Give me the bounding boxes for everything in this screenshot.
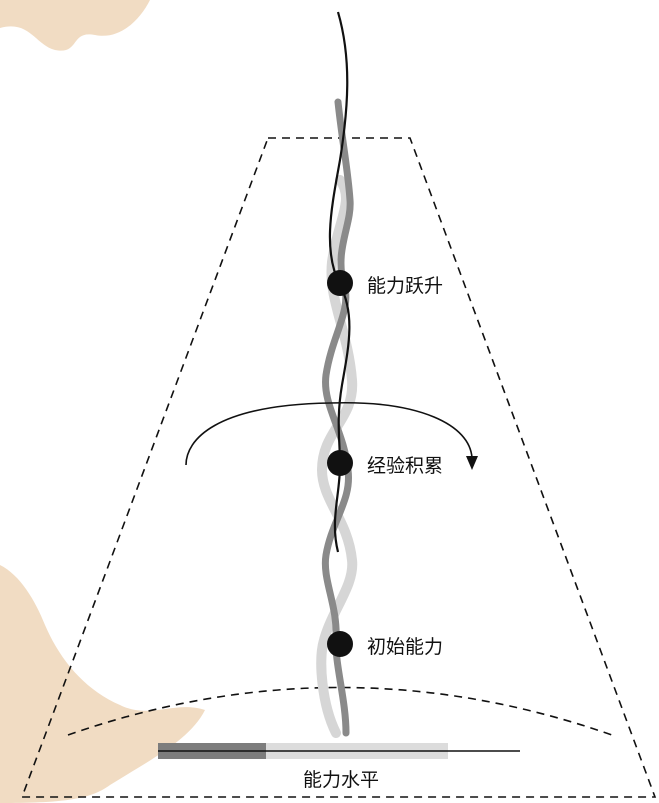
paper-stain-top-left — [0, 0, 150, 51]
paper-stain-bottom-left — [0, 565, 205, 803]
label-experience: 经验积累 — [367, 455, 444, 477]
node-experience — [327, 450, 353, 476]
strand-mid — [321, 98, 354, 737]
label-capability-leap: 能力跃升 — [367, 275, 444, 297]
arrowhead-icon — [466, 456, 478, 470]
cycle-arrow — [185, 401, 473, 466]
frustum-outline — [20, 137, 657, 798]
node-capability-leap — [327, 270, 353, 296]
label-initial: 初始能力 — [367, 636, 444, 658]
label-level-bar: 能力水平 — [303, 769, 380, 791]
node-initial — [327, 631, 353, 657]
